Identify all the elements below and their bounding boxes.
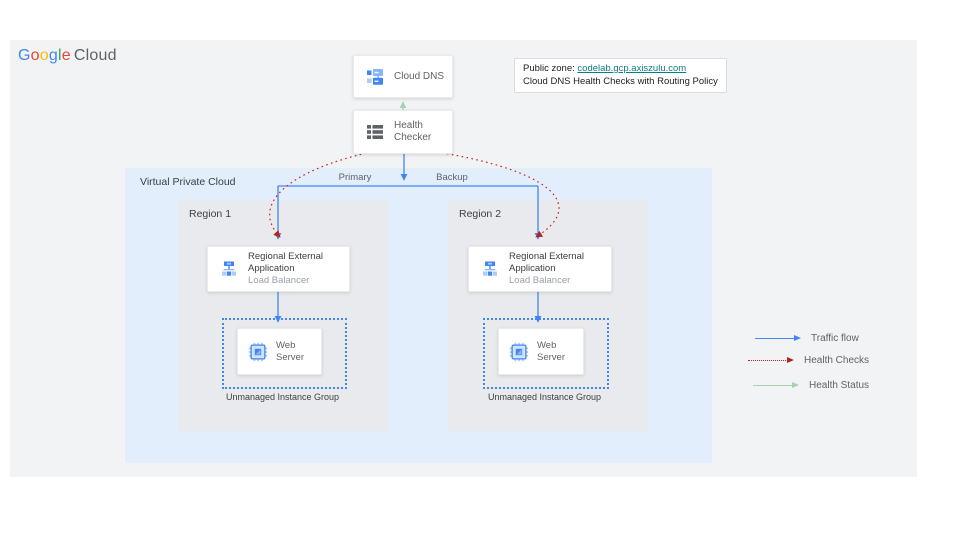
compute-engine-icon <box>508 341 530 363</box>
load-balancer-icon <box>217 257 241 281</box>
web-server-2-node: Web Server <box>498 328 584 375</box>
logo-letter: g <box>48 47 58 64</box>
logo-cloud-text: Cloud <box>73 47 117 64</box>
instance-group-2-boundary <box>483 318 609 389</box>
instance-group-1-boundary <box>222 318 347 389</box>
public-zone-line: Public zone: codelab.gcp.axiszulu.com <box>523 62 718 75</box>
load-balancer-subtitle: Load Balancer <box>509 275 571 286</box>
logo-letter: o <box>30 47 40 64</box>
public-zone-annotation: Public zone: codelab.gcp.axiszulu.com Cl… <box>514 58 727 93</box>
health-checker-label: Health Checker <box>394 120 432 143</box>
legend-label: Health Status <box>809 380 870 391</box>
public-zone-prefix: Public zone: <box>523 63 578 74</box>
cloud-dns-label: Cloud DNS <box>394 70 445 82</box>
load-balancer-title: Regional External Application <box>248 251 323 274</box>
load-balancer-title: Regional External Application <box>509 251 584 274</box>
health-status-arrow-icon <box>753 382 799 388</box>
web-server-label: Web Server <box>537 339 565 363</box>
compute-engine-icon <box>247 341 269 363</box>
primary-edge-label: Primary <box>338 172 372 183</box>
legend-label: Traffic flow <box>811 333 859 344</box>
logo-letter: G <box>18 47 31 64</box>
traffic-flow-arrow-icon <box>755 335 801 341</box>
annotation-subtitle: Cloud DNS Health Checks with Routing Pol… <box>523 76 718 87</box>
web-server-1-node: Web Server <box>237 328 322 375</box>
region-2-label: Region 2 <box>459 208 502 220</box>
legend-label: Health Checks <box>804 355 870 366</box>
logo-letter: l <box>57 47 62 64</box>
health-checks-arrow-icon <box>748 357 794 363</box>
region-1-container: Region 1 <box>178 200 388 431</box>
load-balancer-icon <box>478 257 502 281</box>
load-balancer-subtitle: Load Balancer <box>248 275 310 286</box>
vpc-label: Virtual Private Cloud <box>140 176 236 188</box>
legend-row-traffic-flow: Traffic flow <box>755 333 859 344</box>
health-checker-icon <box>363 120 387 144</box>
backup-edge-label: Backup <box>436 172 468 183</box>
region-2-container: Region 2 <box>448 200 648 431</box>
web-server-label: Web Server <box>276 339 304 363</box>
public-zone-link[interactable]: codelab.gcp.axiszulu.com <box>577 63 687 74</box>
logo-letter: e <box>61 47 71 64</box>
cloud-dns-node: Cloud DNS <box>353 55 453 98</box>
instance-group-1-label: Unmanaged Instance Group <box>225 392 340 402</box>
legend-row-health-checks: Health Checks <box>748 355 869 366</box>
instance-group-2-label: Unmanaged Instance Group <box>487 392 602 402</box>
health-checker-node: Health Checker <box>353 110 453 154</box>
cloud-dns-icon <box>363 65 387 89</box>
region-1-label: Region 1 <box>189 208 232 220</box>
logo-letter: o <box>39 47 49 64</box>
legend-row-health-status: Health Status <box>753 380 869 391</box>
